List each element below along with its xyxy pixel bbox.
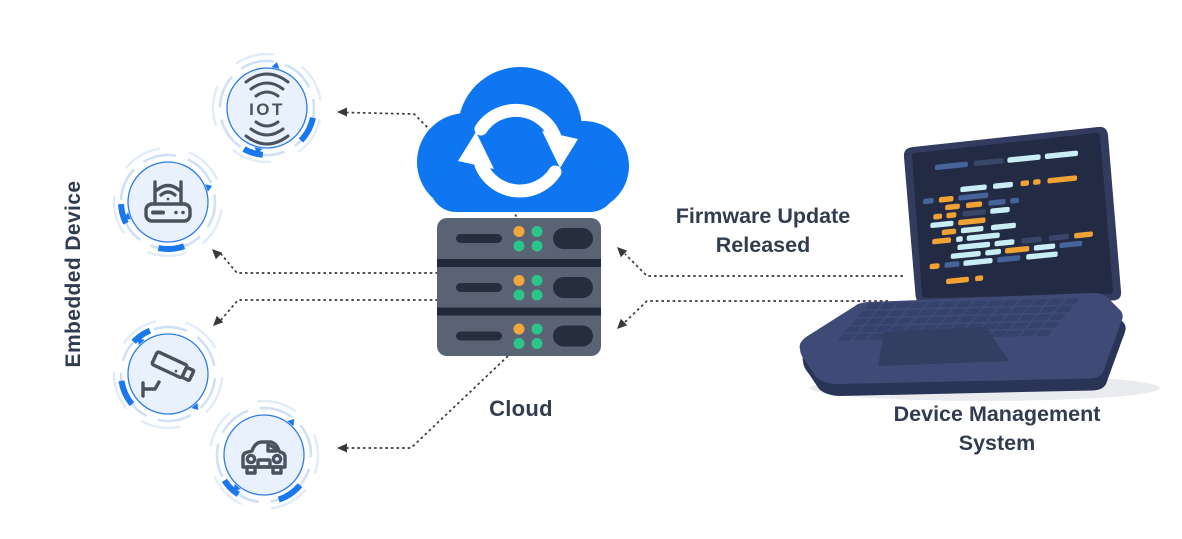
server-icon (437, 218, 601, 356)
wifi-router-icon (144, 180, 192, 223)
arrow-cloud-to-iot (345, 111, 448, 148)
iot-device: IOT (203, 44, 331, 172)
dms-label: Device Management System (894, 400, 1101, 458)
cctv-camera-icon (141, 350, 196, 398)
server-unit-details (456, 226, 593, 349)
embedded-device-label: Embedded Device (62, 180, 85, 368)
arrow-server-to-car (347, 355, 509, 449)
laptop-illustration (799, 126, 1160, 401)
arrow-server-to-router (220, 253, 438, 274)
arrow-laptop-to-server-lower (624, 300, 888, 323)
car-device (188, 379, 340, 531)
laptop-keyboard (837, 298, 1080, 341)
sync-icon (458, 103, 578, 198)
iot-icon (244, 72, 290, 146)
firmware-update-label: Firmware Update Released (676, 202, 850, 260)
car-icon (241, 440, 287, 475)
device-ring (99, 133, 237, 271)
dms-line2: System (958, 431, 1036, 455)
firmware-update-line2: Released (715, 233, 811, 257)
arrow-server-to-cctv (220, 299, 438, 321)
cloud-label: Cloud (489, 396, 553, 421)
firmware-update-line1: Firmware Update (675, 204, 851, 228)
cctv-device (92, 298, 244, 450)
device-ring (188, 379, 340, 531)
iot-icon-text: IOT (249, 100, 285, 119)
dms-line1: Device Management (893, 402, 1101, 426)
arrow-laptop-to-server-upper (624, 253, 903, 277)
cloud-shape (417, 67, 629, 212)
arrow-heads (212, 107, 628, 453)
router-device (99, 133, 237, 271)
laptop-trackpad (878, 327, 1009, 366)
code-lines (922, 150, 1093, 285)
